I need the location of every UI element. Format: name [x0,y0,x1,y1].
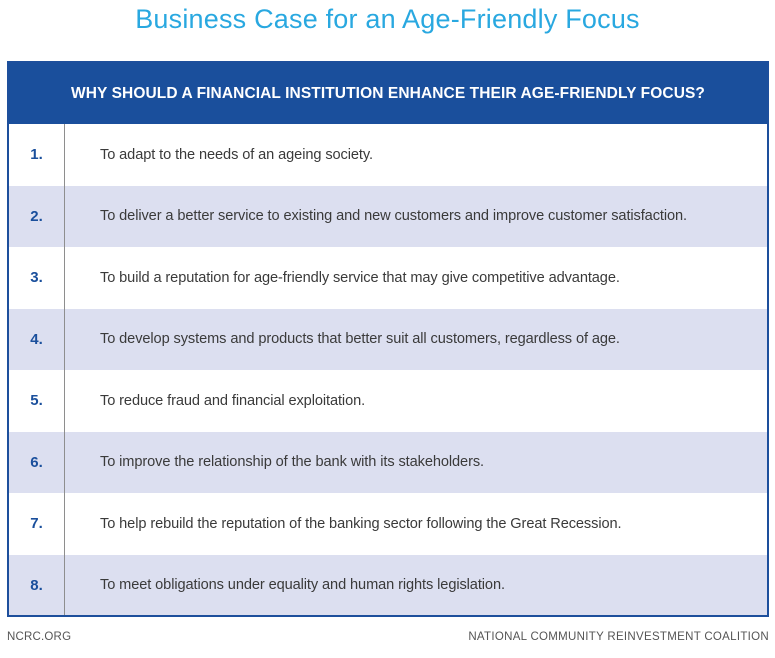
row-number: 6. [30,453,43,471]
column-divider [64,124,65,615]
row-number: 2. [30,207,43,225]
footer-website: NCRC.ORG [7,631,72,643]
row-number: 8. [30,576,43,594]
row-number: 4. [30,330,43,348]
footer-organization: NATIONAL COMMUNITY REINVESTMENT COALITIO… [468,631,769,643]
table-body: 1. To adapt to the needs of an ageing so… [9,124,767,615]
table-row: 4. To develop systems and products that … [9,308,767,370]
table-row: 5. To reduce fraud and financial exploit… [9,370,767,432]
row-text: To adapt to the needs of an ageing socie… [100,146,373,163]
row-number: 7. [30,515,43,533]
table-row: 3. To build a reputation for age-friendl… [9,247,767,309]
table-row: 2. To deliver a better service to existi… [9,185,767,247]
row-text: To reduce fraud and financial exploitati… [100,392,366,409]
table-row: 7. To help rebuild the reputation of the… [9,493,767,555]
row-text: To develop systems and products that bet… [100,331,620,348]
reasons-table: WHY SHOULD A FINANCIAL INSTITUTION ENHAN… [7,61,769,617]
row-number: 1. [30,146,43,164]
row-text: To help rebuild the reputation of the ba… [100,515,622,532]
page-title: Business Case for an Age-Friendly Focus [135,4,640,34]
row-text: To improve the relationship of the bank … [100,454,484,471]
table-row: 8. To meet obligations under equality an… [9,554,767,615]
row-text: To deliver a better service to existing … [100,208,687,225]
row-number: 5. [30,392,43,410]
table-row: 6. To improve the relationship of the ba… [9,431,767,493]
table-row: 1. To adapt to the needs of an ageing so… [9,124,767,186]
row-text: To meet obligations under equality and h… [100,577,505,594]
row-number: 3. [30,269,43,287]
table-header: WHY SHOULD A FINANCIAL INSTITUTION ENHAN… [9,63,767,124]
row-text: To build a reputation for age-friendly s… [100,269,620,286]
